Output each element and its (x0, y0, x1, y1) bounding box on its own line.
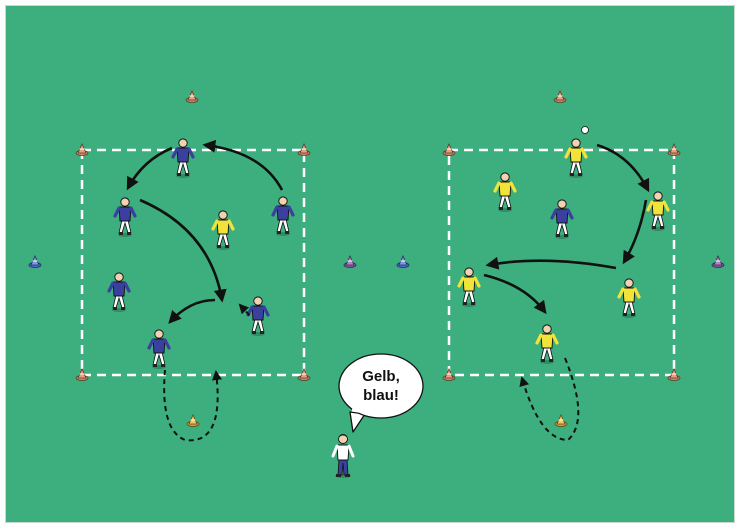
training-field (5, 5, 735, 523)
speech-bubble: Gelb, blau! (338, 353, 424, 433)
blue-player (107, 270, 131, 314)
yellow-player (457, 265, 481, 309)
ball (581, 126, 589, 134)
blue-player (113, 195, 137, 239)
right-drill-square (447, 148, 676, 377)
bottom-cone-right (554, 414, 568, 427)
top-cone-left (185, 90, 199, 103)
blue-player (550, 197, 574, 241)
yellow-player (646, 189, 670, 233)
corner-cone (442, 368, 456, 381)
top-cone-right (553, 90, 567, 103)
left-run-path (163, 303, 253, 442)
yellow-player (617, 276, 641, 320)
blue-player (147, 327, 171, 371)
blue-player (271, 194, 295, 238)
bottom-cone-left (186, 414, 200, 427)
yellow-player (535, 322, 559, 366)
corner-cone (667, 143, 681, 156)
side-cone (28, 255, 42, 268)
yellow-player (211, 208, 235, 252)
side-cone (343, 255, 357, 268)
blue-player (171, 136, 195, 180)
blue-player (246, 294, 270, 338)
coach (331, 434, 355, 478)
speech-line-2: blau! (363, 387, 399, 404)
left-pass-arrows (126, 139, 284, 324)
side-cone (711, 255, 725, 268)
yellow-player (564, 136, 588, 180)
right-pass-arrows (483, 143, 650, 315)
speech-line-1: Gelb, (362, 368, 400, 385)
right-run-path (519, 357, 580, 442)
side-cone (396, 255, 410, 268)
left-drill-square (80, 148, 306, 377)
yellow-player (493, 170, 517, 214)
